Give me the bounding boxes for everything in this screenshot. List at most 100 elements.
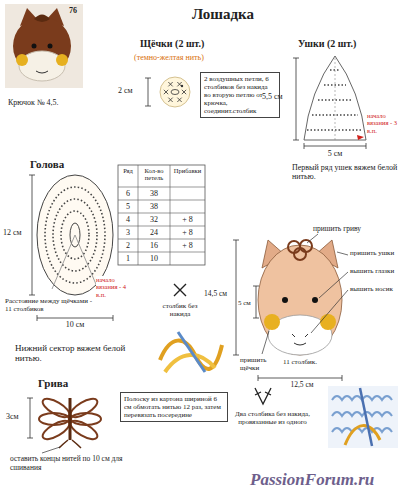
- table-cell: 38: [138, 189, 170, 198]
- stitch-drawing: [160, 332, 222, 372]
- horse-assembly: [253, 286, 259, 318]
- cheek-chart: [168, 82, 172, 86]
- double-stitch-drawing: [332, 412, 392, 416]
- mane-drawing: [69, 398, 72, 440]
- table-cell: 24: [138, 228, 170, 237]
- mane-drawing: [27, 395, 101, 453]
- stitch-drawing: [178, 332, 205, 372]
- cheek-chart: [160, 77, 190, 107]
- double-stitch-symbol: [255, 388, 271, 404]
- cheek-chart: [164, 90, 168, 94]
- horse-assembly: [307, 234, 318, 243]
- double-stitch-drawing: [332, 428, 392, 432]
- horse-photo: [56, 54, 68, 66]
- horse-assembly: [258, 245, 342, 355]
- horse-photo: [5, 4, 83, 88]
- mane-drawing: [40, 417, 72, 442]
- dimension: 10 см: [60, 320, 90, 329]
- start-note: начало вязания - 3 в.п.: [367, 112, 403, 134]
- watermark: PassionForum.ru: [250, 470, 402, 490]
- table-cell: 1: [118, 254, 138, 263]
- horse-assembly: [337, 252, 348, 255]
- horse-assembly: [262, 331, 269, 354]
- horse-photo: [34, 15, 50, 23]
- dimension: 12,5 см: [283, 381, 321, 390]
- horse-assembly: [282, 297, 288, 303]
- cheek-chart: [168, 98, 172, 102]
- dimension: 5 см: [320, 149, 350, 158]
- mane-drawing: [68, 417, 100, 442]
- dimension: 5 см: [238, 299, 256, 307]
- table-cell: 4: [118, 215, 138, 224]
- cheek-chart: [145, 77, 190, 107]
- assembly-note: вышить носик: [350, 285, 402, 293]
- table-cell: 5: [118, 202, 138, 211]
- ear-chart: [357, 135, 364, 140]
- dimension: 12 см: [3, 228, 30, 237]
- section-heading: Грива: [38, 377, 98, 390]
- table-cell: Ряд: [118, 167, 138, 174]
- double-stitch-symbol: [255, 388, 271, 404]
- horse-assembly: [300, 240, 312, 252]
- head-chart: [29, 175, 35, 295]
- horse-photo: [16, 54, 28, 66]
- title: Лошадка: [168, 6, 278, 23]
- instruction-note: Расстояние между щёчками - 11 столбиков: [5, 297, 97, 313]
- section-heading: Щёчки (2 шт.): [140, 38, 220, 50]
- hook-size: Крючок № 4,5.: [8, 98, 88, 107]
- row-table: [118, 165, 205, 265]
- assembly-note: пришить гриву: [313, 225, 375, 234]
- stitch-symbol: [174, 284, 186, 296]
- note-text: Полоску из картона шириной 6 см обмотать…: [124, 395, 224, 419]
- cheek-chart: [177, 98, 181, 102]
- table-cell: + 8: [170, 215, 205, 224]
- horse-assembly: [294, 248, 306, 260]
- section-heading: Голова: [30, 158, 90, 171]
- double-stitch-drawing: [328, 386, 398, 448]
- head-chart: [52, 235, 98, 289]
- double-stitch-drawing: [345, 426, 380, 445]
- double-stitch-drawing: [360, 388, 372, 446]
- dimension: 5,5 см: [262, 92, 293, 101]
- table-cell: Кол-во петель: [138, 167, 170, 182]
- stitch-drawing: [165, 355, 215, 372]
- table-cell: 6: [118, 189, 138, 198]
- yarn-note: (темно-желтая нить): [134, 53, 234, 62]
- symbol-caption: столбик без накида: [152, 302, 208, 318]
- assembly-note: пришить щёчки: [240, 356, 280, 372]
- section-heading: Ушки (2 шт.): [298, 38, 378, 50]
- ear-chart: [304, 56, 366, 140]
- table-cell: 32: [138, 215, 170, 224]
- table-cell: Прибавки: [170, 167, 205, 174]
- ear-chart: [304, 143, 366, 149]
- horse-assembly: [233, 240, 239, 355]
- dimension: 3см: [6, 412, 28, 421]
- table-cell: + 8: [170, 241, 205, 250]
- cheek-chart: [145, 78, 151, 106]
- horse-assembly: [319, 272, 348, 298]
- horse-assembly: [320, 314, 336, 330]
- horse-photo: [36, 71, 48, 73]
- table-cell: 2: [118, 241, 138, 250]
- table-cell: 3: [118, 228, 138, 237]
- dimension: 11 столбик.: [283, 358, 329, 366]
- horse-assembly: [264, 314, 280, 330]
- cheek-chart: [171, 90, 179, 95]
- row-table: [118, 165, 205, 265]
- mane-drawing: [27, 398, 33, 438]
- mane-drawing: [42, 447, 60, 453]
- cheek-chart: [182, 90, 186, 94]
- stitch-symbol: [174, 284, 186, 296]
- horse-assembly: [312, 297, 318, 303]
- cheek-chart: [181, 85, 183, 87]
- dimension: 2 см: [118, 86, 142, 95]
- table-cell: 16: [138, 241, 170, 250]
- table-cell: 38: [138, 202, 170, 211]
- assembly-note: пришить ушки: [350, 249, 402, 257]
- symbol-caption: Два столбика без накида, провязанные из …: [230, 410, 315, 426]
- callout-number: 76: [66, 6, 80, 15]
- note-box: Полоску из картона шириной 6 см обмотать…: [120, 392, 228, 422]
- horse-photo: [32, 44, 37, 49]
- horse-assembly: [233, 234, 348, 381]
